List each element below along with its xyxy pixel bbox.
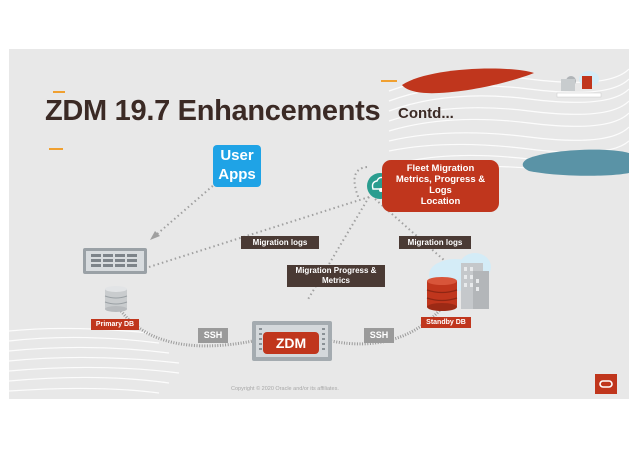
- zdm-thumbnail-icon: [556, 71, 602, 98]
- ssh-left-label: SSH: [198, 328, 228, 343]
- page-subtitle: Contd...: [398, 105, 454, 122]
- standby-db-label: Standby DB: [421, 317, 471, 328]
- primary-db-label: Primary DB: [91, 319, 139, 330]
- ssh-right-label: SSH: [364, 328, 394, 343]
- oracle-logo-icon: [595, 374, 617, 394]
- copyright-text: Copyright © 2020 Oracle and/or its affil…: [231, 386, 339, 392]
- migration-progress-line-2: Metrics: [321, 276, 350, 285]
- primary-server-icon: [83, 248, 147, 274]
- zdm-label: ZDM: [263, 332, 319, 354]
- standby-cloud-icon: [426, 253, 491, 311]
- migration-logs-right-label: Migration logs: [399, 236, 471, 249]
- migration-logs-left-label: Migration logs: [241, 236, 319, 249]
- fleet-line-1: Fleet Migration: [406, 163, 475, 174]
- fleet-line-2: Metrics, Progress &: [395, 174, 486, 185]
- primary-db-icon: [104, 286, 128, 312]
- fleet-migration-box: Fleet Migration Metrics, Progress & Logs…: [382, 160, 499, 212]
- user-apps-label: User Apps: [213, 145, 261, 187]
- page-title: ZDM 19.7 Enhancements: [45, 95, 381, 127]
- fleet-line-4: Location: [420, 196, 461, 207]
- fleet-line-3: Logs: [429, 185, 452, 196]
- migration-progress-line-1: Migration Progress &: [295, 266, 377, 275]
- slide: ZDM 19.7 Enhancements Contd... User Apps…: [9, 49, 629, 399]
- migration-progress-label: Migration Progress & Metrics: [287, 265, 385, 287]
